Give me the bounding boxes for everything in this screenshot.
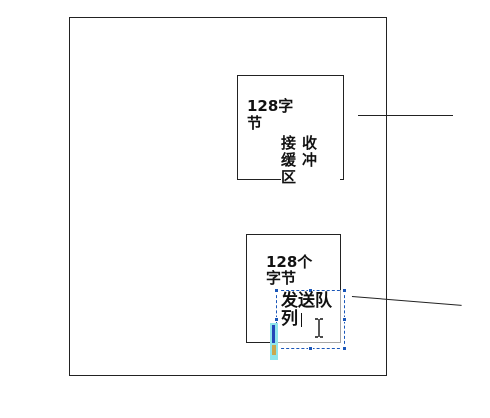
send-queue-text-editing-cont[interactable]: 列 — [281, 309, 298, 329]
receive-buffer-name-char: 接 — [281, 134, 297, 152]
cursor-marker-bar — [272, 325, 275, 343]
resize-handle-icon[interactable] — [308, 288, 313, 293]
send-queue-size-label: 128个 — [266, 253, 313, 271]
resize-handle-icon[interactable] — [342, 288, 347, 293]
receive-buffer-name-char: 收 — [302, 134, 318, 152]
text-cursor-icon — [313, 318, 325, 338]
send-queue-text-editing[interactable]: 发送队 — [281, 291, 332, 311]
resize-handle-icon[interactable] — [342, 346, 347, 351]
receive-buffer-name-char: 区 — [281, 168, 297, 186]
receive-buffer-name-char: 缓 — [281, 151, 297, 169]
resize-handle-icon[interactable] — [274, 317, 279, 322]
receive-buffer-name-char: 冲 — [302, 151, 318, 169]
receive-buffer-size-label: 128字 — [247, 97, 294, 115]
outer-frame — [69, 17, 387, 376]
receive-buffer-leader-line — [358, 115, 453, 116]
resize-handle-icon[interactable] — [274, 288, 279, 293]
text-box-selection-frame[interactable] — [276, 290, 345, 349]
receive-buffer-right-border — [343, 75, 344, 180]
receive-buffer-bottom-border — [237, 179, 281, 180]
receive-buffer-bottom-border — [340, 179, 344, 180]
cursor-marker-tip — [272, 345, 276, 355]
resize-handle-icon[interactable] — [342, 317, 347, 322]
send-queue-size-label-cont: 字节 — [266, 269, 297, 287]
receive-buffer-name-col-1: 接 缓 区 — [281, 135, 297, 186]
resize-handle-icon[interactable] — [308, 346, 313, 351]
receive-buffer-size-label-cont: 节 — [247, 114, 263, 132]
text-caret — [301, 313, 302, 327]
receive-buffer-box[interactable] — [237, 75, 344, 180]
receive-buffer-name-col-2: 收 冲 — [302, 135, 318, 169]
